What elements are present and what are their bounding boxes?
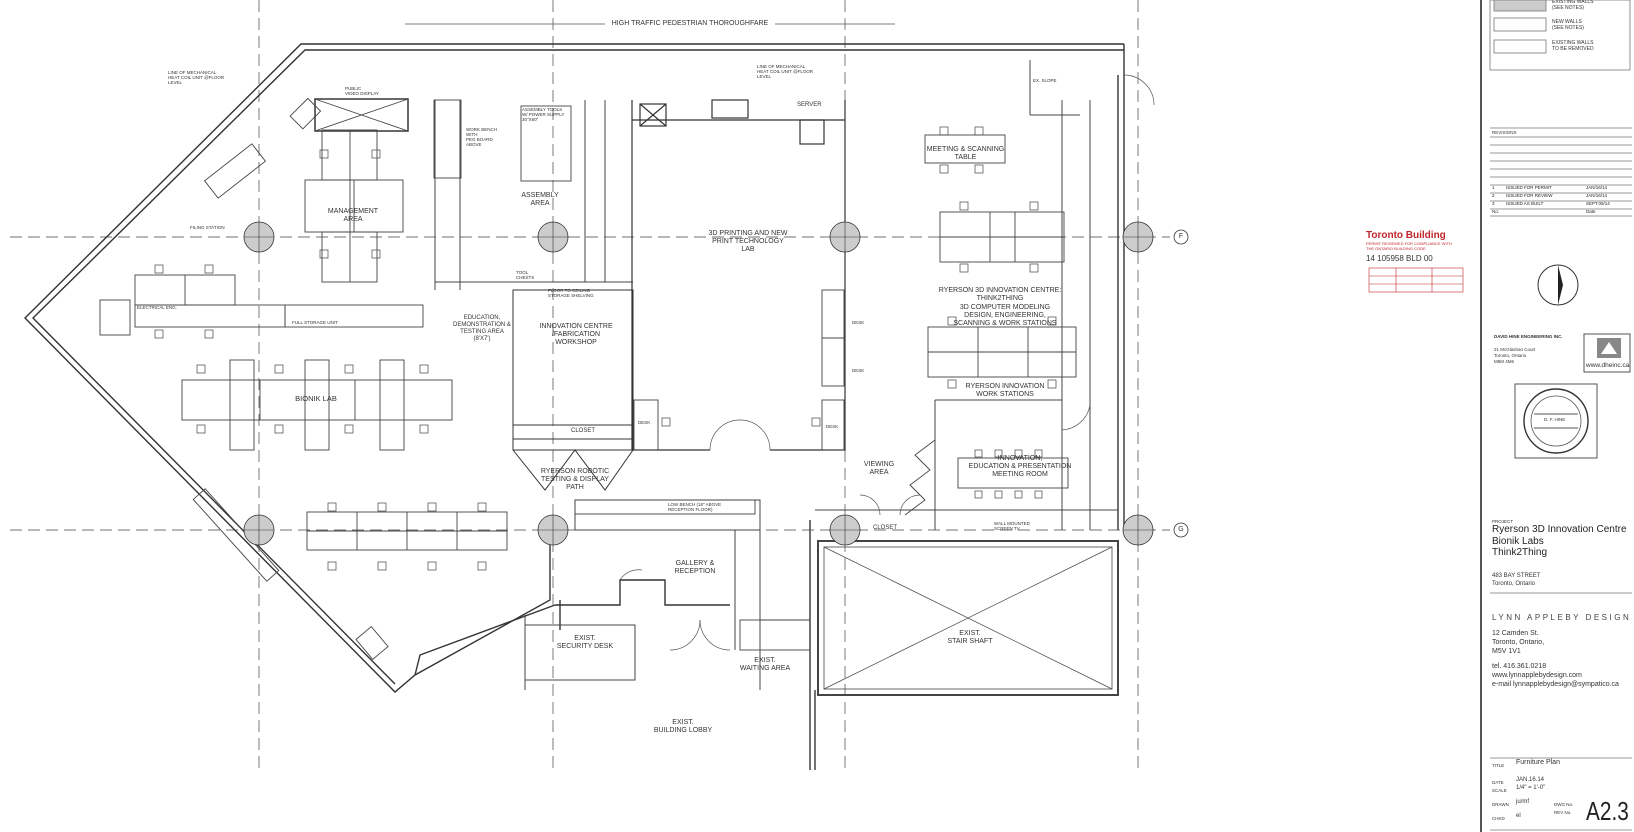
label-gallery: GALLERY & RECEPTION	[674, 560, 716, 575]
engineer-seal-icon	[1514, 383, 1598, 459]
project-address: 483 BAY STREET Toronto, Ontario	[1492, 573, 1541, 587]
legend-new-walls: NEW WALLS (SEE NOTES)	[1552, 19, 1584, 31]
printing-lab-walls	[631, 99, 846, 451]
label-public-display: PUBLIC VIDEO DISPLAY	[345, 86, 379, 96]
north-arrow-icon	[1537, 264, 1579, 306]
label-assembly-tools: ASSEMBLY TOOLS W/ POWER SUPPLY 30"x60"	[522, 107, 565, 122]
legend-existing-walls: EXISTING WALLS (SEE NOTES)	[1552, 0, 1594, 11]
designer-contact: tel. 416.361.0218 www.lynnapplebydesign.…	[1492, 663, 1619, 688]
drawing-title: Furniture Plan	[1516, 759, 1560, 766]
permit-text: PERMIT REVIEWED FOR COMPLIANCE WITH THE …	[1366, 241, 1452, 251]
label-viewing-area: VIEWING AREA	[863, 461, 895, 476]
label-server: SERVER	[797, 102, 822, 108]
label-electrical-eng: ELECTRICAL ENG.	[137, 305, 177, 310]
workshop-walls	[512, 289, 634, 491]
exterior-walls	[24, 43, 1125, 693]
label-education-area: EDUCATION, DEMONSTRATION & TESTING AREA …	[453, 315, 511, 342]
label-tool-chests: TOOL CHESTS	[516, 270, 535, 280]
label-meeting-scanning: MEETING & SCANNING TABLE	[926, 146, 1005, 161]
grid-label-f: F	[1178, 233, 1184, 240]
engineer-logo-icon	[1583, 333, 1631, 373]
label-printing-lab: 3D PRINTING AND NEW PRINT TECHNOLOGY LAB	[708, 230, 788, 253]
permit-grid	[1368, 267, 1464, 293]
label-assembly: ASSEMBLY AREA	[521, 192, 559, 207]
label-closet-2: CLOSET	[873, 525, 898, 531]
engineer-name: DAVID HINE ENGINEERING INC.	[1494, 334, 1563, 339]
label-filing-station: FILING STATION	[190, 225, 225, 230]
toronto-permit-stamp: Toronto Building PERMIT REVIEWED FOR COM…	[1366, 230, 1476, 320]
label-innovation-workshop: INNOVATION CENTRE /FABRICATION WORKSHOP	[539, 323, 613, 346]
label-robotic-path: RYERSON ROBOTIC TESTING & DISPLAY PATH	[540, 468, 610, 491]
chkd-value: el	[1516, 813, 1521, 819]
label-workbench: WORK BENCH WITH PEG BOARD ABOVE	[466, 127, 498, 147]
grid-label-g: G	[1178, 526, 1184, 533]
designer-name: LYNN APPLEBY DESIGN	[1492, 613, 1632, 622]
door-swings	[619, 74, 1155, 651]
label-innovation-meeting: INNOVATION, EDUCATION & PRESENTATION MEE…	[968, 455, 1072, 478]
furniture	[99, 97, 1077, 661]
label-floor-ceiling: FLOOR TO CEILING STORAGE SHELVING	[548, 288, 594, 298]
project-name: Ryerson 3D Innovation Centre Bionik Labs…	[1492, 524, 1627, 558]
seal-name: D. F. HINE	[1544, 417, 1566, 422]
label-security-desk: EXIST. SECURITY DESK	[556, 635, 614, 650]
label-modeling: 3D COMPUTER MODELING DESIGN, ENGINEERING…	[953, 304, 1057, 327]
designer-address: 12 Camden St. Toronto, Ontario, M5V 1V1	[1492, 630, 1545, 655]
title-block: EXISTING WALLS (SEE NOTES) NEW WALLS (SE…	[1480, 0, 1634, 832]
scale-value: 1/4" = 1'-0"	[1516, 785, 1546, 791]
revision-row: No.Date	[1492, 209, 1596, 214]
permit-number: 14 105958 BLD 00	[1366, 254, 1433, 263]
label-mech-left: LINE OF MECHANICAL HEAT COIL UNIT @FLOOR…	[168, 70, 225, 85]
label-desk-1: DESK	[852, 320, 865, 325]
dwg-label: DWG No.	[1554, 802, 1574, 807]
toronto-building-logo: Toronto Building	[1366, 230, 1446, 241]
legend-walls-removed: EXISTING WALLS TO BE REMOVED	[1552, 40, 1594, 52]
label-mech-mid: LINE OF MECHANICAL HEAT COIL UNIT @FLOOR…	[757, 64, 814, 79]
label-management: MANAGEMENT AREA	[327, 208, 379, 223]
label-stair-shaft: EXIST. STAIR SHAFT	[947, 630, 993, 645]
label-desk-4: DESK	[826, 424, 839, 429]
sheet-number: A2.3	[1586, 796, 1629, 826]
stair-shaft	[817, 540, 1119, 696]
title-label: TITLE	[1492, 763, 1505, 768]
label-thinkthing: RYERSON 3D INNOVATION CENTRE: THINK2THIN…	[938, 287, 1062, 302]
engineer-web: www.dheinc.ca	[1586, 362, 1630, 369]
label-ex-slope: EX. SLOPE	[1033, 78, 1057, 83]
label-work-stations: RYERSON INNOVATION WORK STATIONS	[965, 383, 1045, 398]
label-low-bench: LOW BENCH (18" ABOVE RECEPTION FLOOR)	[668, 502, 722, 512]
drawn-label: DRAWN	[1492, 802, 1509, 807]
grid-bubble-g	[1173, 522, 1189, 538]
rev-label: REV No.	[1554, 810, 1572, 815]
label-thoroughfare: HIGH TRAFFIC PEDESTRIAN THOROUGHFARE	[611, 20, 769, 27]
scale-label: SCALE	[1492, 788, 1507, 793]
label-wall-mounted: WALL MOUNTED SCREEN TV	[994, 521, 1030, 531]
label-waiting-area: EXIST. WAITING AREA	[739, 657, 791, 672]
engineer-address: 21 McGlashan Court Toronto, Ontario M5M …	[1494, 347, 1536, 364]
project-label: PROJECT	[1492, 519, 1514, 524]
floor-plan-drawing	[10, 0, 1189, 770]
chkd-label: CHKD	[1492, 816, 1505, 821]
label-desk-3: DESK	[638, 420, 651, 425]
grid-bubble-f	[1173, 229, 1189, 245]
label-closet: CLOSET	[571, 428, 596, 434]
label-bionik-lab: BIONIK LAB	[295, 394, 337, 403]
label-building-lobby: EXIST. BUILDING LOBBY	[653, 719, 713, 734]
revisions-header: REVISIONS	[1492, 130, 1517, 135]
drawn-value: ju/mf	[1516, 799, 1530, 805]
label-desk-2: DESK	[852, 368, 865, 373]
title-block-lines	[1489, 0, 1632, 831]
date-label: DATE	[1492, 780, 1504, 785]
label-full-storage: FULL STORAGE UNIT	[292, 320, 338, 325]
date-value: JAN.16.14	[1516, 777, 1545, 783]
